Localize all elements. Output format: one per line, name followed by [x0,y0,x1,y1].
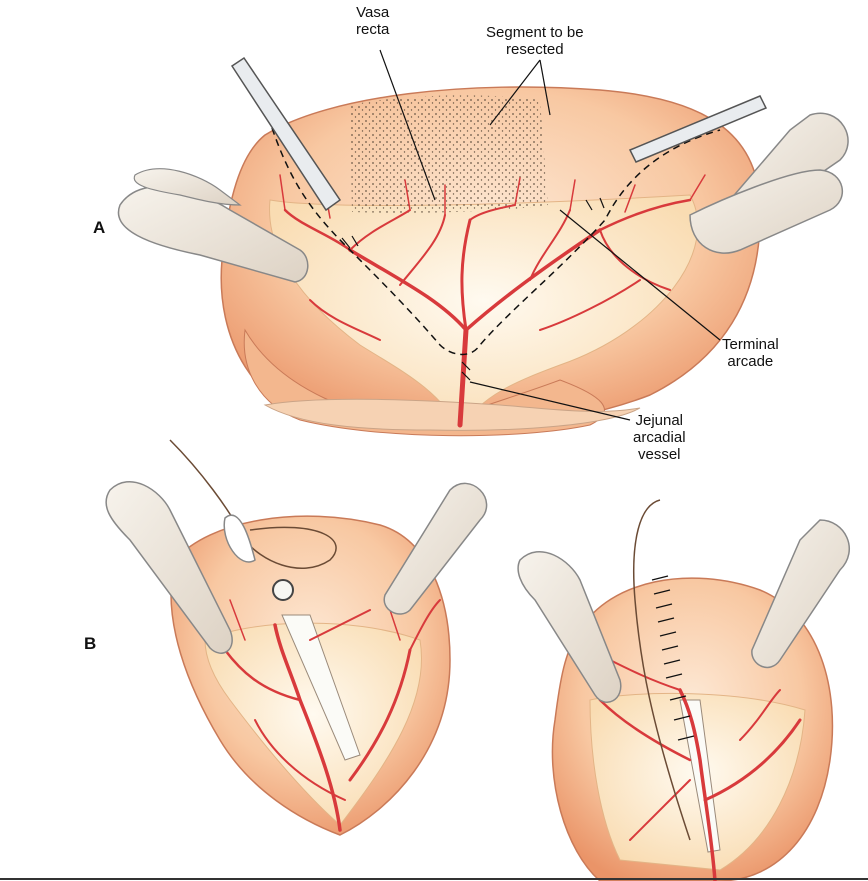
finger-b4 [751,519,850,669]
mesentery-b-left [204,622,422,826]
label-jejunal-arcadial-vessel: Jejunal arcadial vessel [633,412,686,463]
label-segment-line1: Segment to be [486,24,584,41]
label-vasa-recta: Vasa recta [356,4,389,38]
finger-b3 [517,550,622,703]
finger-right-lower [689,169,844,254]
resection-line [271,127,721,356]
sutures-b-right [651,575,695,741]
finger-b1 [105,480,233,654]
suture-knot [272,579,294,601]
label-segment-line2: resected [506,41,564,58]
panel-label-a: A [93,218,106,237]
panel-a-drawing [117,49,849,437]
vessels-b-right [598,659,802,881]
serosa-shelf-a [263,398,641,431]
vessels-b-left [223,599,441,832]
label-terminal-line1: Terminal [722,336,779,353]
label-terminal-arcade: Terminal arcade [722,336,779,370]
panel-label-b: B [84,634,97,653]
label-jejunal-line3: vessel [638,446,681,463]
vessels-a [279,174,706,428]
leader-lines-a [379,49,721,421]
clamp-left [230,56,342,212]
suture-loop [169,439,337,569]
ligatures-a [341,197,605,381]
suture-thread-b-right [632,499,691,841]
bowel-edge-fold [223,514,256,563]
label-vasa-recta-line1: Vasa [356,4,390,21]
label-jejunal-line2: arcadial [633,429,686,446]
label-segment-to-be-resected: Segment to be resected [486,24,584,58]
finger-left-lower [133,168,242,206]
label-terminal-line2: arcade [727,353,774,370]
label-vasa-recta-line2: recta [356,21,390,38]
defect-b-left [281,614,361,761]
resected-segment [350,95,548,213]
panel-b-right-drawing [517,499,850,881]
closed-defect-b-right [679,699,721,853]
finger-b2 [383,482,488,615]
clamp-right [628,95,768,163]
label-jejunal-line1: Jejunal [635,412,684,429]
panel-b-left-drawing [105,439,488,836]
